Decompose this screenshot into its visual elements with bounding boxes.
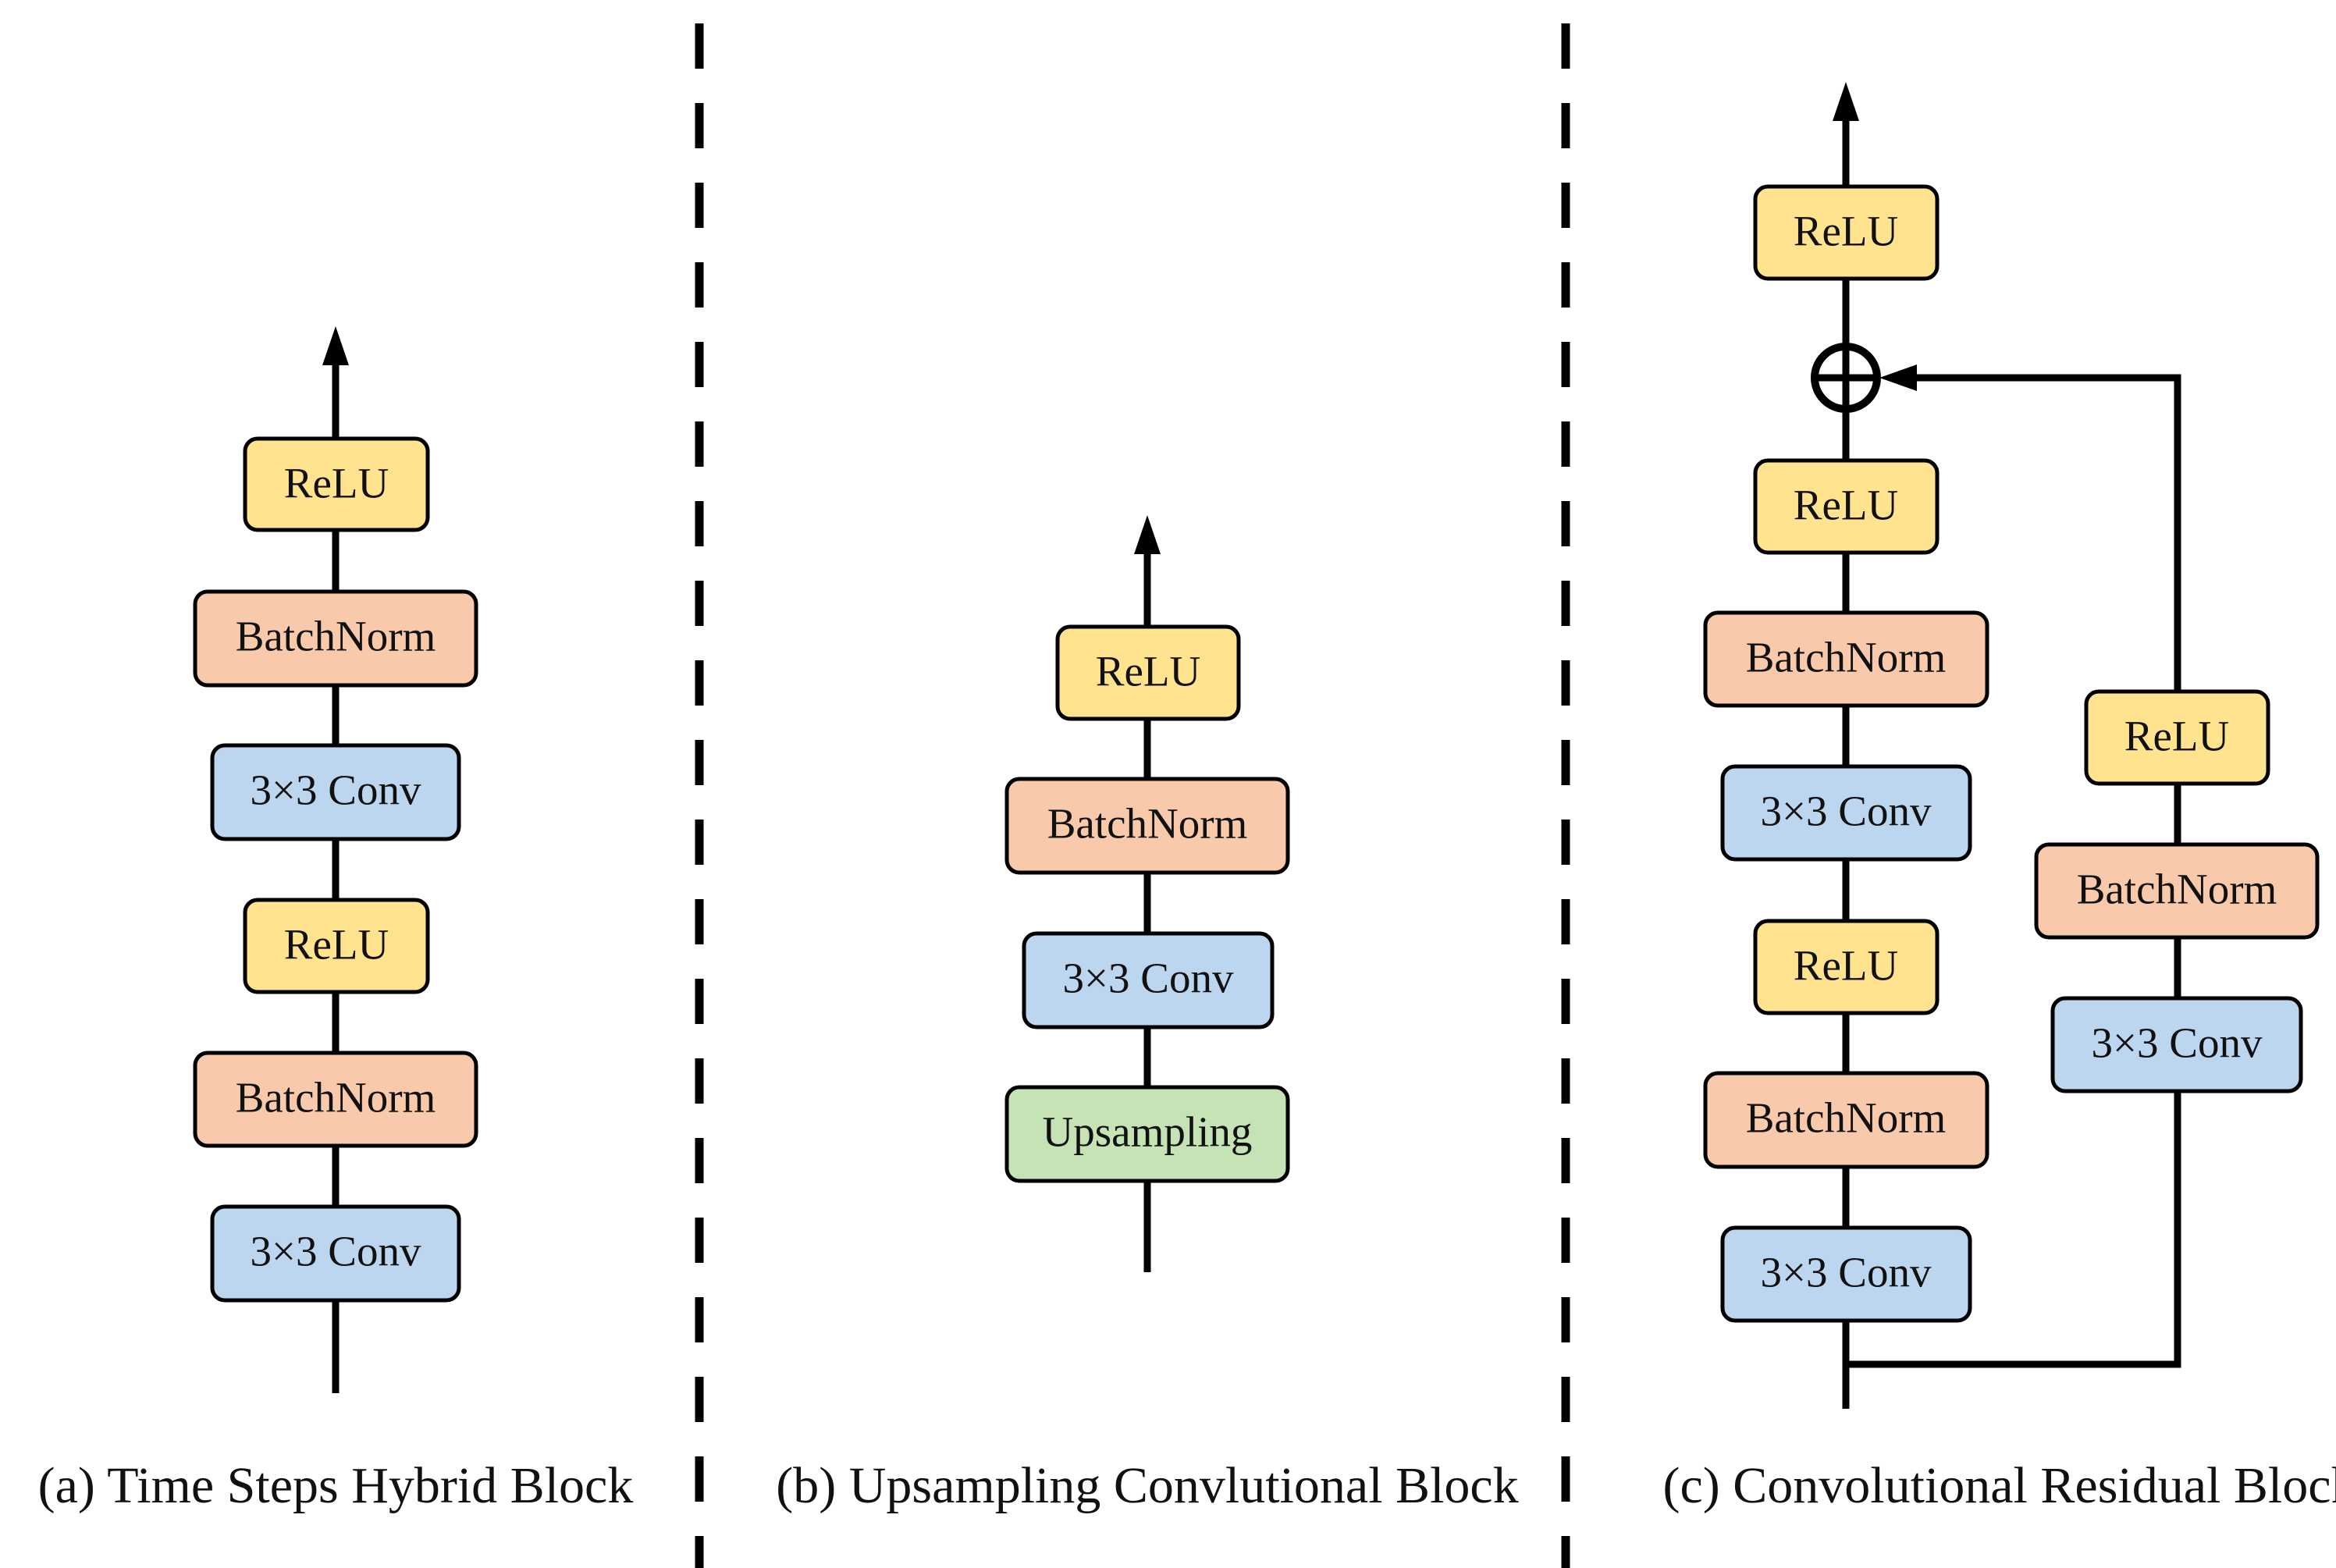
panel-a-block-1: BatchNorm bbox=[193, 589, 478, 688]
conv-box bbox=[210, 743, 461, 841]
panel-c-caption: (c) Convolutional Residual Block bbox=[1662, 1457, 2336, 1514]
conv-label: 3×3 Conv bbox=[2092, 1019, 2263, 1067]
relu-box bbox=[243, 436, 430, 532]
batchnorm-box bbox=[193, 1051, 478, 1148]
panel-c-main-block-1: ReLU bbox=[1753, 458, 1940, 555]
panel-c-skip-arrowhead bbox=[1879, 364, 1917, 391]
batchnorm-box bbox=[1703, 610, 1989, 708]
panel-c-output-arrowhead bbox=[1833, 82, 1859, 121]
relu-label: ReLU bbox=[1794, 942, 1898, 990]
conv-label: 3×3 Conv bbox=[251, 1228, 421, 1275]
relu-box bbox=[2084, 689, 2270, 786]
conv-box bbox=[1022, 931, 1275, 1029]
upsampling-label: Upsampling bbox=[1043, 1108, 1253, 1156]
panel-a: ReLU BatchNorm 3×3 Conv ReLU BatchNorm 3… bbox=[38, 326, 634, 1514]
panel-a-block-0: ReLU bbox=[243, 436, 430, 532]
panel-b-block-0: ReLU bbox=[1055, 624, 1241, 721]
panel-a-caption: (a) Time Steps Hybrid Block bbox=[38, 1457, 634, 1514]
panel-a-block-3: ReLU bbox=[243, 898, 430, 994]
relu-box bbox=[1753, 184, 1940, 281]
conv-box bbox=[2050, 996, 2303, 1093]
relu-box bbox=[243, 898, 430, 994]
panel-c: ReLU ReLU BatchNorm 3×3 Conv ReLU BatchN… bbox=[1662, 82, 2336, 1514]
batchnorm-box bbox=[2034, 842, 2320, 940]
upsampling-box bbox=[1004, 1085, 1290, 1183]
panel-c-main-block-6: 3×3 Conv bbox=[1720, 1225, 1972, 1323]
panel-b-output-arrowhead bbox=[1134, 515, 1161, 554]
panel-b: ReLU BatchNorm 3×3 Conv Upsampling (b) U… bbox=[776, 515, 1519, 1514]
panel-a-block-5: 3×3 Conv bbox=[210, 1204, 461, 1303]
batchnorm-box bbox=[1004, 777, 1290, 875]
panel-b-block-1: BatchNorm bbox=[1004, 777, 1290, 875]
panel-c-skip-block-0: ReLU bbox=[2084, 689, 2270, 786]
batchnorm-label: BatchNorm bbox=[2077, 866, 2277, 913]
panel-c-main-block-5: BatchNorm bbox=[1703, 1071, 1989, 1169]
batchnorm-label: BatchNorm bbox=[236, 613, 436, 660]
conv-box bbox=[1720, 1225, 1972, 1323]
panel-c-main-block-2: BatchNorm bbox=[1703, 610, 1989, 708]
batchnorm-label: BatchNorm bbox=[1746, 1094, 1947, 1142]
conv-box bbox=[1720, 764, 1972, 862]
panel-b-caption: (b) Upsampling Convlutional Block bbox=[776, 1457, 1518, 1514]
panel-c-main-block-4: ReLU bbox=[1753, 919, 1940, 1015]
conv-box bbox=[210, 1204, 461, 1303]
panel-c-skip-block-1: BatchNorm bbox=[2034, 842, 2320, 940]
batchnorm-label: BatchNorm bbox=[1047, 800, 1248, 848]
panel-c-main-block-3: 3×3 Conv bbox=[1720, 764, 1972, 862]
panel-a-block-4: BatchNorm bbox=[193, 1051, 478, 1148]
relu-box bbox=[1753, 919, 1940, 1015]
panel-a-output-arrowhead bbox=[322, 326, 349, 365]
batchnorm-box bbox=[193, 589, 478, 688]
relu-box bbox=[1753, 458, 1940, 555]
conv-label: 3×3 Conv bbox=[1063, 955, 1234, 1002]
panel-b-block-3: Upsampling bbox=[1004, 1085, 1290, 1183]
batchnorm-label: BatchNorm bbox=[236, 1074, 436, 1122]
panel-c-main-block-0: ReLU bbox=[1753, 184, 1940, 281]
relu-label: ReLU bbox=[284, 921, 389, 969]
panel-c-skip-block-2: 3×3 Conv bbox=[2050, 996, 2303, 1093]
batchnorm-box bbox=[1703, 1071, 1989, 1169]
batchnorm-label: BatchNorm bbox=[1746, 634, 1947, 681]
relu-label: ReLU bbox=[284, 460, 389, 507]
conv-label: 3×3 Conv bbox=[1761, 788, 1932, 835]
relu-label: ReLU bbox=[1096, 648, 1200, 695]
panel-a-block-2: 3×3 Conv bbox=[210, 743, 461, 841]
panel-b-block-2: 3×3 Conv bbox=[1022, 931, 1275, 1029]
add-node bbox=[1811, 343, 1881, 413]
relu-box bbox=[1055, 624, 1241, 721]
relu-label: ReLU bbox=[1794, 208, 1898, 255]
conv-label: 3×3 Conv bbox=[1761, 1249, 1932, 1296]
relu-label: ReLU bbox=[1794, 482, 1898, 529]
conv-label: 3×3 Conv bbox=[251, 766, 421, 814]
relu-label: ReLU bbox=[2124, 713, 2229, 760]
